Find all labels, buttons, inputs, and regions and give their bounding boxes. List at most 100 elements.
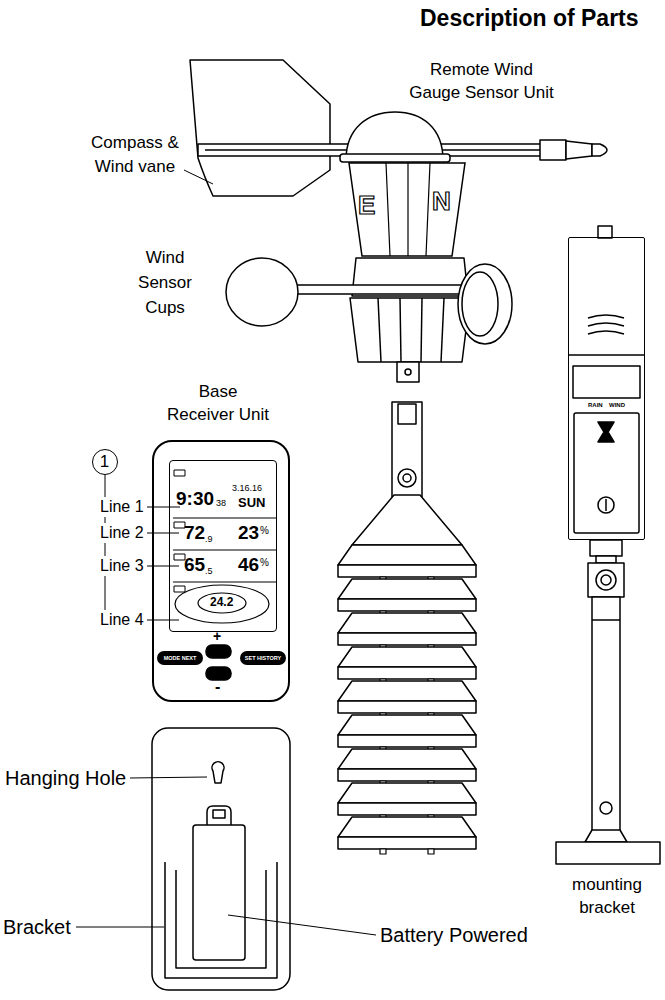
shield-mast	[392, 402, 422, 497]
mast-bolt	[398, 469, 416, 487]
lcd-reading: .9	[205, 535, 213, 544]
vane-housing-rib	[426, 163, 430, 256]
vane-counterweight	[540, 140, 566, 160]
lcd-reading: 3.16.16	[232, 484, 262, 493]
line-label: Line 2	[100, 523, 144, 543]
mounting-base	[556, 842, 660, 864]
lcd-icon	[174, 522, 185, 528]
battery-door	[574, 413, 639, 533]
mast-socket	[398, 404, 416, 424]
button-label: MODE NEXT	[157, 651, 203, 665]
part-label: mounting bracket	[557, 873, 657, 919]
vane-housing: EN	[348, 162, 466, 257]
line-label: Line 3	[100, 556, 144, 576]
wind-vane-fin	[190, 60, 330, 196]
lcd-reading: 72	[184, 523, 205, 542]
vane-housing-shape	[349, 163, 465, 256]
lcd-reading: 46	[238, 555, 259, 574]
funnel-icon	[598, 422, 614, 442]
part-label: Base Receiver Unit	[165, 380, 271, 426]
part-label: Remote Wind Gauge Sensor Unit	[404, 58, 559, 104]
lcd-reading: 38	[216, 499, 226, 508]
pole-joint	[592, 619, 620, 621]
part-label: Hanging Hole	[5, 766, 126, 790]
door-latch-slot	[605, 499, 607, 511]
pole-clamp	[588, 563, 624, 597]
battery-clip	[207, 806, 231, 825]
mast-bolt-inner	[403, 474, 411, 482]
clamp-knob-inner	[601, 575, 611, 585]
panel-divider	[569, 354, 644, 356]
sensor-transmitter-box: RAINWIND	[568, 237, 645, 540]
shield-plate	[338, 681, 476, 718]
diagram-title: Description of Parts	[420, 4, 639, 32]
shield-plate	[338, 613, 476, 650]
mode-button: MODE NEXT	[157, 651, 203, 665]
wind-cup	[226, 258, 298, 326]
lcd-reading: 24.2	[210, 596, 233, 608]
leader-line	[228, 915, 376, 935]
lcd-icon	[174, 554, 185, 560]
shaft-screw	[405, 369, 411, 375]
wind-cup-inner	[462, 272, 498, 336]
vane-ring	[340, 154, 450, 162]
pole-neck	[596, 556, 616, 563]
part-label: Compass & Wind vane	[80, 131, 190, 179]
door-latch	[598, 497, 614, 513]
shield-plate	[338, 715, 476, 752]
lcd-reading: .5	[205, 567, 213, 576]
set-button: SET HISTORY	[240, 651, 286, 665]
base-flare	[585, 830, 627, 842]
speaker-grill	[588, 315, 624, 318]
plus-button	[206, 645, 231, 658]
vane-housing-rib	[407, 163, 408, 256]
callout-number: 1	[93, 450, 116, 473]
part-label: Bracket	[3, 915, 71, 939]
shield-plate	[338, 579, 476, 616]
pole-screw	[600, 802, 612, 814]
lcd-divider	[173, 582, 276, 583]
pole-collar	[590, 540, 622, 556]
lcd-divider	[173, 518, 276, 519]
button-symbol: +	[213, 628, 221, 644]
lcd-reading: 9:30	[176, 489, 214, 508]
speaker-grill	[588, 331, 624, 334]
speaker-grill	[588, 323, 624, 326]
leader-line	[76, 927, 164, 928]
anemometer-base	[350, 298, 470, 362]
compass-inner-ring	[198, 593, 246, 613]
callout-line	[105, 475, 106, 497]
shield-plate	[338, 749, 476, 786]
button-symbol: -	[215, 679, 220, 695]
hanging-hole	[212, 762, 224, 783]
line-label: Line 1	[100, 497, 144, 517]
part-label: Battery Powered	[380, 923, 528, 947]
base-rib	[400, 298, 401, 362]
shield-plate	[338, 783, 476, 820]
shield-cone	[352, 495, 462, 545]
vane-pointer	[566, 141, 592, 159]
bracket-back	[152, 728, 290, 990]
lcd-divider	[173, 550, 276, 551]
battery-cover	[193, 825, 245, 960]
callout-line	[105, 517, 106, 523]
shield-plate	[338, 817, 476, 854]
compass-letter: E	[358, 192, 375, 218]
shield-plate	[338, 545, 476, 582]
lcd-reading: 65	[184, 555, 205, 574]
part-label: Wind Sensor Cups	[130, 245, 200, 320]
base-rib	[421, 298, 422, 362]
clamp-knob	[596, 570, 616, 590]
sensor-window-label: RAIN	[588, 402, 603, 408]
vane-housing-rib	[386, 163, 390, 256]
base-rib	[441, 298, 444, 362]
lcd-reading: %	[260, 558, 269, 568]
leader-line	[130, 777, 207, 778]
shield-plate	[338, 647, 476, 684]
shaft-stub	[397, 362, 419, 382]
callout-circle: 1	[92, 449, 118, 475]
vane-tip	[592, 144, 607, 156]
battery-clip-tab	[213, 810, 225, 818]
compass-letter: N	[432, 188, 451, 214]
leader-line	[184, 170, 213, 184]
